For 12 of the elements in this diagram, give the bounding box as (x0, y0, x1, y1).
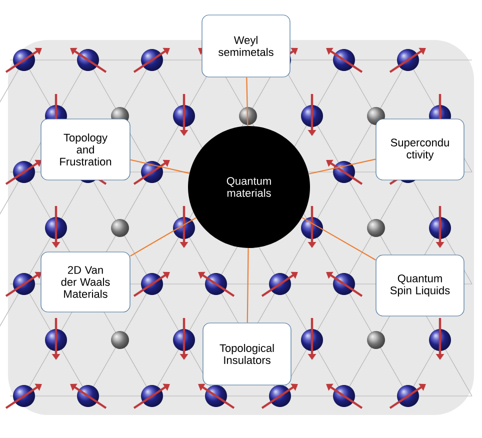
topic-box: Quantum Spin Liquids (376, 254, 464, 316)
topic-box: 2D Van der Waals Materials (40, 252, 130, 312)
topic-box: Topology and Frustration (40, 118, 130, 180)
connector-line (308, 158, 376, 174)
connector-line (130, 159, 190, 174)
topic-box: Weyl semimetals (202, 14, 290, 78)
connector-line (302, 217, 376, 260)
connector-line (130, 217, 196, 256)
connector-line (246, 248, 249, 323)
connector-line (246, 77, 248, 126)
topic-box: Topological Insulators (202, 322, 292, 386)
topic-box: Supercondu ctivity (376, 118, 464, 180)
